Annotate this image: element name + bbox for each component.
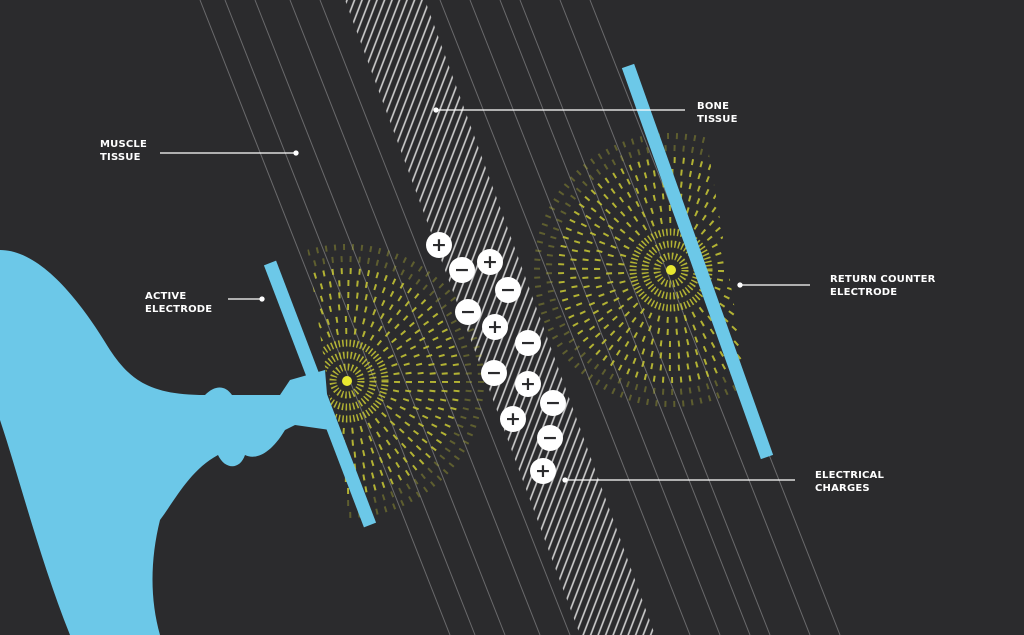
field-ring — [653, 252, 689, 288]
label-line: CHARGES — [815, 483, 870, 494]
label-line: ELECTRICAL — [815, 470, 885, 481]
active-electrode-label: ACTIVE ELECTRODE — [145, 290, 212, 316]
muscle-fiber-line — [469, 0, 721, 635]
left-field-center — [342, 376, 352, 386]
muscle-tissue-lines — [199, 0, 841, 635]
field-ring — [558, 157, 760, 383]
field-ring — [300, 256, 472, 506]
svg-text:−: − — [500, 279, 516, 301]
muscle-fiber-line — [519, 0, 771, 635]
label-line: RETURN COUNTER — [830, 274, 936, 285]
field-ring — [618, 217, 724, 323]
field-ring — [300, 328, 400, 434]
negative-charge: − — [495, 277, 521, 303]
field-ring — [300, 304, 424, 458]
positive-charge: + — [530, 458, 556, 484]
field-ring — [300, 280, 448, 482]
field-ring — [300, 316, 412, 446]
svg-text:+: + — [535, 460, 551, 482]
electrode-handle — [0, 250, 330, 635]
muscle-tissue-label: MUSCLE TISSUE — [100, 138, 147, 164]
field-ring — [629, 228, 713, 312]
return-electrode-plate — [621, 63, 774, 460]
svg-text:−: − — [454, 259, 470, 281]
active-electrode-plate — [263, 260, 377, 528]
electrical-charges-label: ELECTRICAL CHARGES — [815, 469, 884, 495]
svg-text:+: + — [487, 316, 503, 338]
field-ring — [329, 363, 365, 399]
muscle-fiber-line — [289, 0, 541, 635]
field-ring — [300, 292, 436, 470]
field-ring — [317, 351, 377, 411]
svg-text:+: + — [482, 251, 498, 273]
label-line: TISSUE — [697, 114, 738, 125]
return-electrode-label: RETURN COUNTER ELECTRODE — [830, 273, 936, 299]
muscle-fiber-line — [319, 0, 571, 635]
negative-charge: − — [537, 425, 563, 451]
svg-text:+: + — [431, 234, 447, 256]
svg-text:−: − — [486, 362, 502, 384]
negative-charge: − — [455, 299, 481, 325]
negative-charge: − — [449, 257, 475, 283]
right-field-center — [666, 265, 676, 275]
negative-charge: − — [481, 360, 507, 386]
positive-charge: + — [482, 314, 508, 340]
svg-text:+: + — [505, 408, 521, 430]
label-line: ACTIVE — [145, 291, 187, 302]
muscle-fiber-line — [499, 0, 751, 635]
electrical-charges: +−+−−+−−+−+−+ — [426, 232, 566, 484]
muscle-fiber-line — [199, 0, 451, 635]
negative-charge: − — [515, 330, 541, 356]
bone-tissue-label: BONE TISSUE — [697, 100, 738, 126]
positive-charge: + — [515, 371, 541, 397]
label-line: ELECTRODE — [145, 304, 213, 315]
positive-charge: + — [500, 406, 526, 432]
svg-text:−: − — [542, 427, 558, 449]
muscle-fiber-line — [224, 0, 476, 635]
svg-text:−: − — [460, 301, 476, 323]
label-line: MUSCLE — [100, 139, 148, 150]
svg-text:+: + — [520, 373, 536, 395]
label-leaders — [160, 107, 810, 483]
label-line: ELECTRODE — [830, 287, 898, 298]
field-ring — [300, 268, 460, 494]
field-ring — [300, 244, 484, 518]
label-line: TISSUE — [100, 152, 141, 163]
svg-text:−: − — [545, 392, 561, 414]
muscle-fiber-line — [254, 0, 506, 635]
svg-text:−: − — [520, 332, 536, 354]
negative-charge: − — [540, 390, 566, 416]
label-line: BONE — [697, 101, 730, 112]
muscle-fiber-line — [439, 0, 691, 635]
positive-charge: + — [477, 249, 503, 275]
positive-charge: + — [426, 232, 452, 258]
